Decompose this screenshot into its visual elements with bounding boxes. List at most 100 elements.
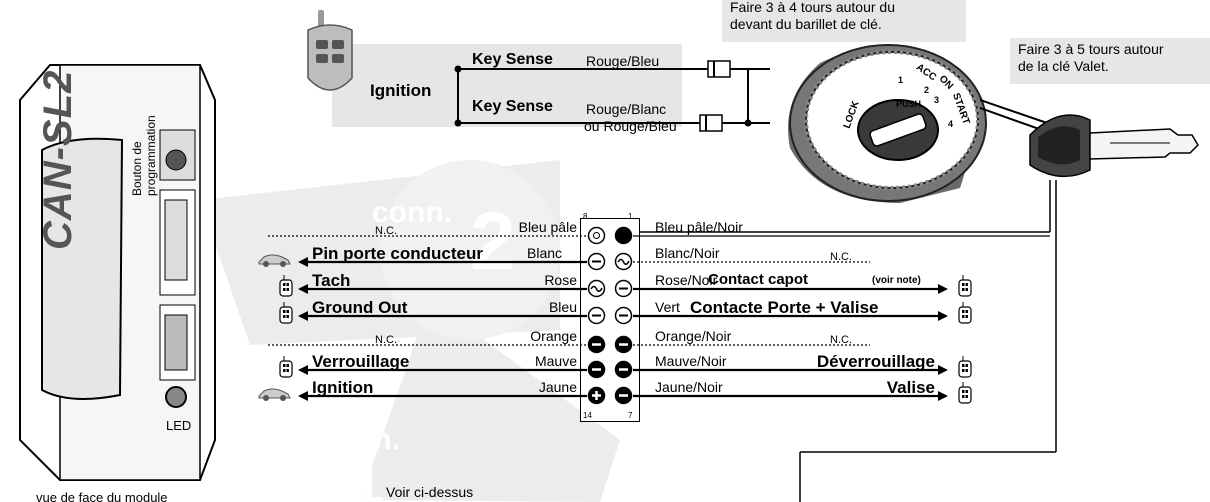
left-wire-color-2: Blanc (527, 245, 563, 261)
connector-pin-right-2 (614, 252, 633, 276)
key-sense-1-label: Key Sense (472, 51, 553, 68)
connector-pin-left-3 (587, 279, 606, 303)
left-wire-function-7: Ignition (312, 378, 374, 397)
key-sense-wires (454, 60, 770, 132)
remote-icon (278, 275, 294, 302)
barrel-note: Faire 3 à 4 tours autour du devant du ba… (722, 0, 966, 42)
see-above-label: Voir ci-dessus (386, 484, 474, 500)
switch-push-label: PUSH (896, 99, 922, 109)
watermark-conn-top: conn. (372, 196, 452, 229)
key-sense-2-label: Key Sense (472, 98, 553, 115)
right-wire-function-6: Déverrouillage (816, 352, 935, 371)
left-wire-color-6: Mauve (534, 353, 577, 369)
left-wire-color-3: Rose (544, 272, 577, 288)
left-wire-line-4 (298, 308, 587, 329)
right-wire-color-6: Mauve/Noir (655, 353, 727, 369)
remote-icon (278, 302, 294, 329)
watermark-num-bottom: 1 (346, 441, 385, 502)
car-icon (258, 250, 292, 273)
valet-note-line2: de la clé Valet. (1018, 58, 1109, 74)
valet-note: Faire 3 à 5 tours autour de la clé Valet… (1010, 38, 1210, 84)
connector-pin-right-7 (614, 386, 633, 410)
barrel-note-line2: devant du barillet de clé. (730, 16, 882, 32)
remote-icon (278, 356, 294, 383)
left-wire-function-3: Tach (312, 271, 351, 290)
right-wire-nc-2: N.C. (830, 251, 852, 263)
connector-pin-right-5 (614, 335, 633, 359)
right-wire-color-5: Orange/Noir (655, 328, 732, 344)
left-wire-function-4: Ground Out (312, 298, 408, 317)
right-wire-function-4: Contacte Porte + Valise (690, 298, 879, 317)
right-wire-line-3 (633, 281, 950, 302)
switch-pos-1: 1 (898, 75, 904, 85)
right-wire-nc-5: N.C. (830, 334, 852, 346)
switch-pos-2: 2 (924, 85, 930, 95)
connector-pin-left-2 (587, 252, 606, 276)
connector-pin-right-1 (614, 226, 633, 250)
left-wire-function-2: Pin porte conducteur (312, 244, 483, 263)
right-wire-color-3: Rose/Noir (655, 272, 718, 288)
remote-icon (957, 356, 973, 383)
switch-pos-4: 4 (948, 119, 954, 129)
connector-pin-right-3 (614, 279, 633, 303)
valet-key-icon (1029, 114, 1199, 178)
right-wire-line-5 (633, 337, 872, 358)
connector-pin-left-7 (587, 386, 606, 410)
module-body (19, 64, 216, 481)
connector-pin-left-4 (587, 306, 606, 330)
switch-pos-3: 3 (934, 95, 940, 105)
connector-index-14: 14 (583, 411, 592, 420)
remote-icon (957, 382, 973, 409)
right-wire-color-1: Bleu pâle/Noir (655, 219, 743, 235)
connector-index-1: 1 (628, 212, 633, 221)
left-wire-color-5: Orange (530, 328, 577, 344)
watermark-num-top: 2 (470, 196, 516, 287)
right-wire-note-3: (voir note) (872, 275, 921, 286)
connector-index-7: 7 (628, 411, 633, 420)
key-wires (980, 99, 1051, 131)
connector-index-8: 8 (583, 212, 588, 221)
connector-pin-right-4 (614, 306, 633, 330)
ignition-box-title: Ignition (370, 81, 432, 100)
right-wire-color-2: Blanc/Noir (655, 245, 720, 261)
left-wire-line-6 (298, 362, 587, 383)
car-icon (258, 384, 292, 407)
led-label: LED (166, 418, 192, 433)
right-wire-color-7: Jaune/Noir (655, 379, 723, 395)
left-wire-line-5 (268, 337, 587, 358)
key-sense-2-color: Rouge/Blanc (586, 101, 667, 117)
right-wire-line-2 (633, 254, 872, 275)
left-wire-color-7: Jaune (538, 379, 577, 395)
right-wire-line-4 (633, 308, 950, 329)
key-sense-2-color-alt: ou Rouge/Bleu (584, 118, 677, 134)
programming-button-label-1: Bouton de (130, 141, 144, 196)
remote-icon (957, 275, 973, 302)
module-caption: vue de face du module (36, 490, 168, 502)
connector-pin-left-1 (587, 226, 606, 250)
left-wire-line-3 (298, 281, 587, 302)
key-sense-1-color: Rouge/Bleu (586, 53, 660, 69)
remote-icon (307, 10, 353, 91)
left-wire-color-1: Bleu pâle (518, 219, 577, 235)
left-wire-line-2 (298, 254, 587, 275)
left-wire-nc-1: N.C. (375, 225, 397, 237)
valet-note-line1: Faire 3 à 5 tours autour (1018, 41, 1164, 57)
left-wire-color-4: Bleu (548, 299, 577, 315)
connector-pin-left-5 (587, 335, 606, 359)
right-wire-line-6 (633, 362, 950, 383)
barrel-note-line1: Faire 3 à 4 tours autour du (730, 0, 895, 15)
watermark-conn-bottom: conn. (320, 423, 400, 456)
left-wire-nc-5: N.C. (375, 334, 397, 346)
right-wire-color-4: Vert (655, 299, 680, 315)
ignition-box (332, 44, 682, 127)
routing-wire (640, 180, 1057, 502)
programming-button-label-2: programmation (144, 115, 158, 196)
left-wire-function-6: Verrouillage (312, 352, 410, 371)
left-wire-line-7 (298, 388, 587, 409)
ignition-switch (788, 44, 987, 204)
right-wire-line-1 (633, 228, 1052, 249)
connector-pin-left-6 (587, 360, 606, 384)
connector-pin-right-6 (614, 360, 633, 384)
